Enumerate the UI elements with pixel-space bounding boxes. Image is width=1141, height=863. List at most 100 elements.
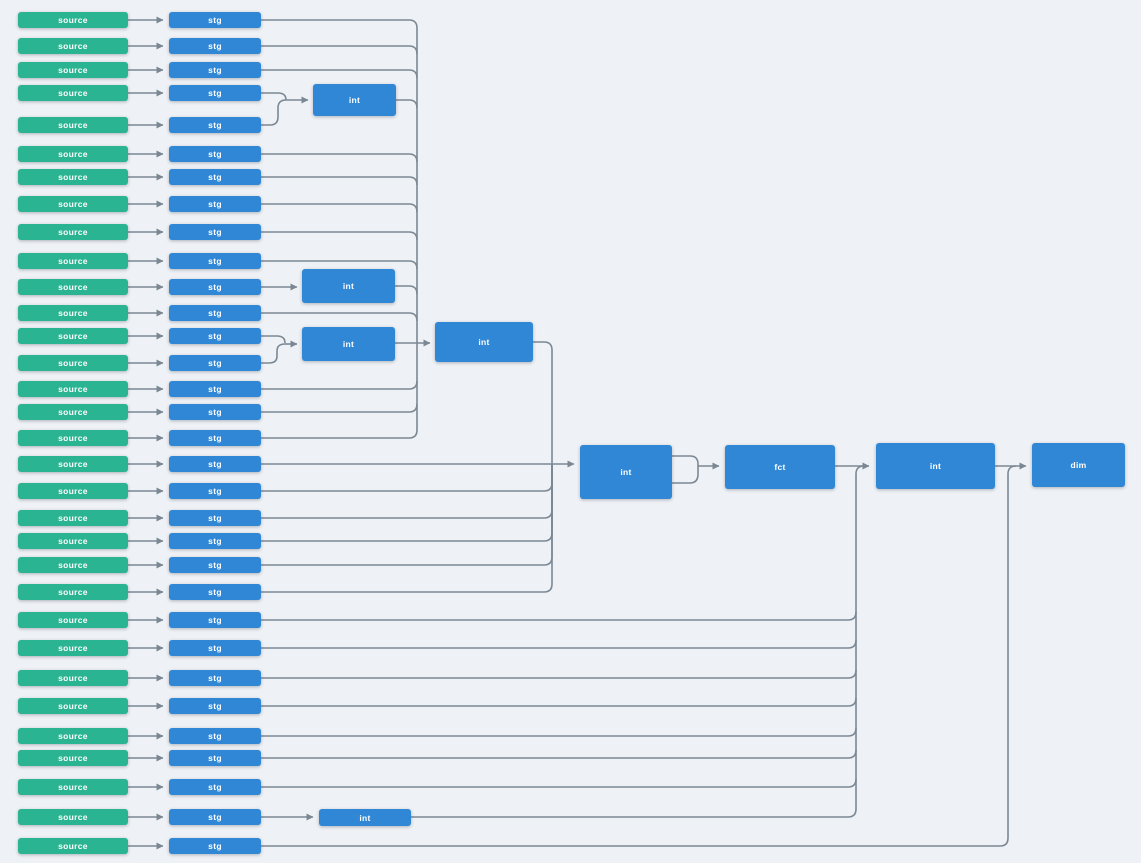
source-node[interactable]: source: [18, 253, 128, 269]
source-node[interactable]: source: [18, 279, 128, 295]
fct-model-node[interactable]: fct: [725, 445, 835, 489]
node-label: stg: [208, 88, 222, 98]
edge-path: [261, 380, 418, 390]
edge-path: [261, 749, 857, 759]
source-node[interactable]: source: [18, 612, 128, 628]
source-node[interactable]: source: [18, 533, 128, 549]
stg-model-node[interactable]: stg: [169, 117, 261, 133]
node-label: stg: [208, 384, 222, 394]
source-node[interactable]: source: [18, 750, 128, 766]
node-label: source: [58, 513, 88, 523]
stg-model-node[interactable]: stg: [169, 404, 261, 420]
stg-model-node[interactable]: stg: [169, 510, 261, 526]
stg-model-node[interactable]: stg: [169, 670, 261, 686]
edges-group: [128, 16, 1027, 850]
edge-path: [261, 611, 857, 621]
int-model-node[interactable]: int: [313, 84, 396, 116]
node-label: stg: [208, 172, 222, 182]
node-label: stg: [208, 308, 222, 318]
node-label: source: [58, 282, 88, 292]
source-node[interactable]: source: [18, 404, 128, 420]
source-node[interactable]: source: [18, 12, 128, 28]
node-label: stg: [208, 841, 222, 851]
dim-model-node[interactable]: dim: [1032, 443, 1125, 487]
stg-model-node[interactable]: stg: [169, 728, 261, 744]
source-node[interactable]: source: [18, 456, 128, 472]
stg-model-node[interactable]: stg: [169, 355, 261, 371]
stg-model-node[interactable]: stg: [169, 698, 261, 714]
source-node[interactable]: source: [18, 640, 128, 656]
source-node[interactable]: source: [18, 305, 128, 321]
int-model-node[interactable]: int: [876, 443, 995, 489]
stg-model-node[interactable]: stg: [169, 146, 261, 162]
stg-model-node[interactable]: stg: [169, 328, 261, 344]
source-node[interactable]: source: [18, 117, 128, 133]
edge-path: [261, 464, 553, 492]
stg-model-node[interactable]: stg: [169, 381, 261, 397]
source-node[interactable]: source: [18, 146, 128, 162]
stg-model-node[interactable]: stg: [169, 62, 261, 78]
source-node[interactable]: source: [18, 779, 128, 795]
stg-model-node[interactable]: stg: [169, 533, 261, 549]
int-model-node[interactable]: int: [302, 269, 395, 303]
stg-model-node[interactable]: stg: [169, 809, 261, 825]
int-model-node[interactable]: int: [302, 327, 395, 361]
source-node[interactable]: source: [18, 169, 128, 185]
source-node[interactable]: source: [18, 196, 128, 212]
edge-path: [261, 260, 418, 270]
edge-path: [261, 464, 553, 566]
stg-model-node[interactable]: stg: [169, 279, 261, 295]
stg-model-node[interactable]: stg: [169, 85, 261, 101]
edge-path: [261, 45, 418, 55]
node-label: stg: [208, 331, 222, 341]
source-node[interactable]: source: [18, 557, 128, 573]
stg-model-node[interactable]: stg: [169, 612, 261, 628]
edge-path: [261, 312, 418, 322]
node-label: source: [58, 841, 88, 851]
int-model-node[interactable]: int: [580, 445, 672, 499]
source-node[interactable]: source: [18, 38, 128, 54]
source-node[interactable]: source: [18, 328, 128, 344]
source-node[interactable]: source: [18, 670, 128, 686]
source-node[interactable]: source: [18, 838, 128, 854]
source-node[interactable]: source: [18, 809, 128, 825]
node-label: stg: [208, 282, 222, 292]
stg-model-node[interactable]: stg: [169, 838, 261, 854]
stg-model-node[interactable]: stg: [169, 430, 261, 446]
node-label: int: [342, 281, 355, 291]
source-node[interactable]: source: [18, 510, 128, 526]
source-node[interactable]: source: [18, 355, 128, 371]
stg-model-node[interactable]: stg: [169, 196, 261, 212]
stg-model-node[interactable]: stg: [169, 224, 261, 240]
node-label: stg: [208, 560, 222, 570]
stg-model-node[interactable]: stg: [169, 456, 261, 472]
stg-model-node[interactable]: stg: [169, 584, 261, 600]
source-node[interactable]: source: [18, 430, 128, 446]
source-node[interactable]: source: [18, 62, 128, 78]
node-label: stg: [208, 149, 222, 159]
stg-model-node[interactable]: stg: [169, 38, 261, 54]
source-node[interactable]: source: [18, 381, 128, 397]
node-label: source: [58, 486, 88, 496]
node-label: stg: [208, 407, 222, 417]
stg-model-node[interactable]: stg: [169, 750, 261, 766]
stg-model-node[interactable]: stg: [169, 253, 261, 269]
int-model-node[interactable]: int: [435, 322, 533, 362]
stg-model-node[interactable]: stg: [169, 483, 261, 499]
stg-model-node[interactable]: stg: [169, 557, 261, 573]
stg-model-node[interactable]: stg: [169, 12, 261, 28]
source-node[interactable]: source: [18, 224, 128, 240]
source-node[interactable]: source: [18, 483, 128, 499]
source-node[interactable]: source: [18, 85, 128, 101]
int-model-node[interactable]: int: [319, 809, 411, 826]
stg-model-node[interactable]: stg: [169, 779, 261, 795]
source-node[interactable]: source: [18, 698, 128, 714]
stg-model-node[interactable]: stg: [169, 305, 261, 321]
source-node[interactable]: source: [18, 584, 128, 600]
edge-path: [261, 153, 418, 163]
source-node[interactable]: source: [18, 728, 128, 744]
stg-model-node[interactable]: stg: [169, 169, 261, 185]
stg-model-node[interactable]: stg: [169, 640, 261, 656]
node-label: source: [58, 384, 88, 394]
